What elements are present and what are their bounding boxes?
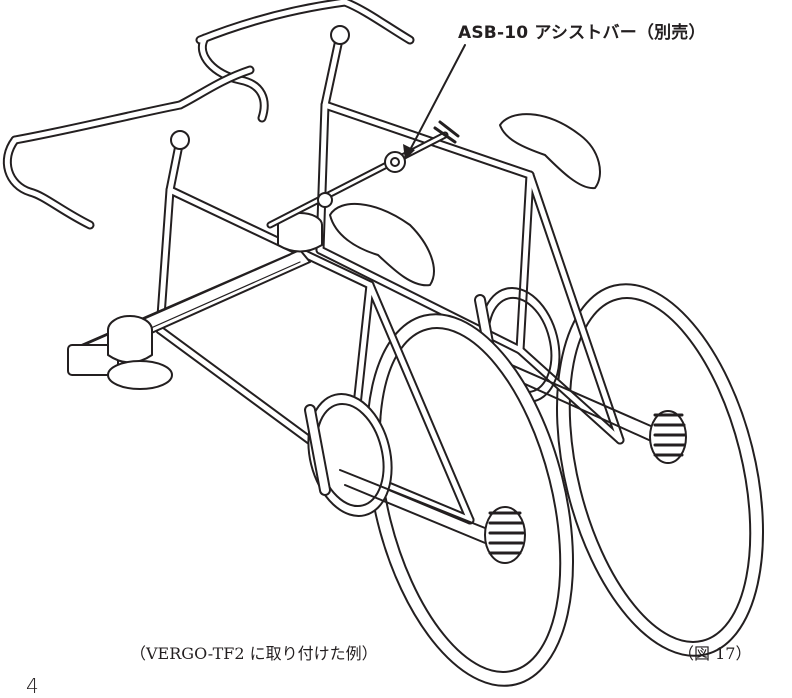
assist-bar (266, 120, 460, 229)
front-bicycle-saddle (329, 202, 435, 287)
trainer-stand (67, 212, 323, 390)
rear-bicycle-wheel (555, 283, 765, 657)
rear-bicycle-saddle (499, 113, 601, 190)
front-fork-mount (67, 315, 173, 390)
page-number: 4 (26, 674, 39, 698)
example-caption: （VERGO-TF2 に取り付けた例） (130, 644, 378, 663)
front-bicycle (2, 65, 575, 687)
figure-number: （図 17） (678, 644, 752, 663)
rear-bicycle-cassette (649, 410, 687, 464)
front-bicycle-handlebar (2, 65, 255, 230)
callout-arrow (403, 44, 466, 160)
assist-bar-callout-label: ASB-10 アシストバー（別売） (458, 23, 706, 43)
front-bicycle-cassette (484, 506, 526, 564)
rear-bicycle (195, 0, 765, 657)
